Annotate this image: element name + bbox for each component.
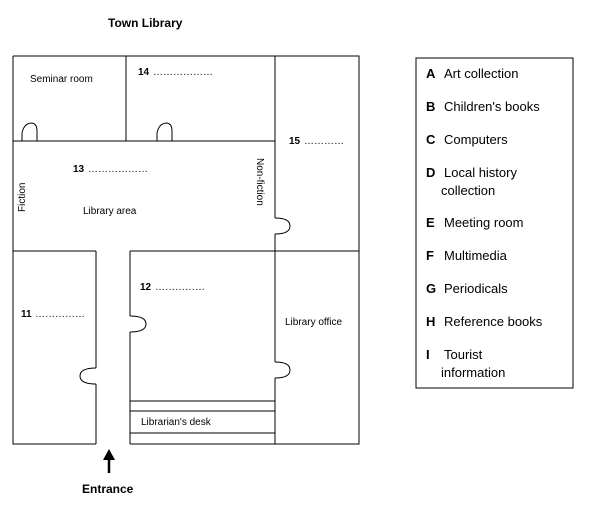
option-f: F Multimedia bbox=[426, 248, 508, 263]
option-text: Children's books bbox=[444, 99, 540, 114]
option-g: G Periodicals bbox=[426, 281, 508, 296]
question-12: 12 …………… bbox=[140, 282, 205, 293]
option-i: I Tourist information bbox=[426, 347, 505, 380]
outer-wall-right bbox=[13, 55, 360, 445]
question-14: 14 ……………… bbox=[138, 67, 213, 78]
option-text: Art collection bbox=[444, 66, 518, 81]
label-librarians-desk: Librarian's desk bbox=[141, 417, 212, 428]
option-text: Multimedia bbox=[444, 248, 508, 263]
outer-wall-left bbox=[12, 56, 96, 445]
option-text: Reference books bbox=[444, 314, 543, 329]
option-letter: I bbox=[426, 347, 430, 362]
label-seminar-room: Seminar room bbox=[30, 74, 93, 85]
door-room-11 bbox=[79, 367, 97, 385]
option-d: D Local history collection bbox=[426, 165, 517, 198]
question-number: 12 bbox=[140, 282, 152, 293]
door-room-15 bbox=[274, 217, 291, 235]
option-letter: B bbox=[426, 99, 435, 114]
entrance-label: Entrance bbox=[82, 482, 134, 496]
question-13: 13 ……………… bbox=[73, 164, 148, 175]
answer-blank: ……………… bbox=[153, 67, 213, 78]
question-11: 11 …………… bbox=[21, 309, 85, 320]
option-letter: C bbox=[426, 132, 436, 147]
option-letter: A bbox=[426, 66, 436, 81]
question-number: 14 bbox=[138, 67, 150, 78]
option-letter: H bbox=[426, 314, 435, 329]
question-number: 15 bbox=[289, 136, 301, 147]
option-a: A Art collection bbox=[426, 66, 518, 81]
question-number: 13 bbox=[73, 164, 85, 175]
label-fiction: Fiction bbox=[17, 183, 28, 212]
door-seminar bbox=[21, 122, 38, 141]
options-box bbox=[415, 57, 574, 389]
option-text: Periodicals bbox=[444, 281, 508, 296]
option-letter: E bbox=[426, 215, 435, 230]
plan-title: Town Library bbox=[108, 16, 183, 30]
label-library-area: Library area bbox=[83, 206, 137, 217]
option-text: information bbox=[441, 365, 505, 380]
option-c: C Computers bbox=[426, 132, 508, 147]
option-text: Local history bbox=[444, 165, 517, 180]
option-text: collection bbox=[441, 183, 495, 198]
floor-plan-walls bbox=[12, 55, 360, 445]
answer-blank: …………… bbox=[155, 282, 205, 293]
option-text: Meeting room bbox=[444, 215, 523, 230]
option-letter: D bbox=[426, 165, 435, 180]
option-e: E Meeting room bbox=[426, 215, 523, 230]
answer-blank: …………… bbox=[35, 309, 85, 320]
answer-blank: ………… bbox=[304, 136, 344, 147]
door-library-office bbox=[274, 361, 291, 379]
option-h: H Reference books bbox=[426, 314, 543, 329]
entrance-arrow-icon bbox=[103, 449, 115, 473]
question-15: 15 ………… bbox=[289, 136, 344, 147]
option-b: B Children's books bbox=[426, 99, 540, 114]
door-room-12 bbox=[129, 315, 147, 333]
option-letter: G bbox=[426, 281, 436, 296]
label-non-fiction: Non-fiction bbox=[254, 158, 265, 206]
option-text: Tourist bbox=[444, 347, 483, 362]
label-library-office: Library office bbox=[285, 317, 343, 328]
option-text: Computers bbox=[444, 132, 508, 147]
option-letter: F bbox=[426, 248, 434, 263]
door-room-14 bbox=[156, 122, 173, 141]
question-number: 11 bbox=[21, 309, 32, 320]
answer-blank: ……………… bbox=[88, 164, 148, 175]
